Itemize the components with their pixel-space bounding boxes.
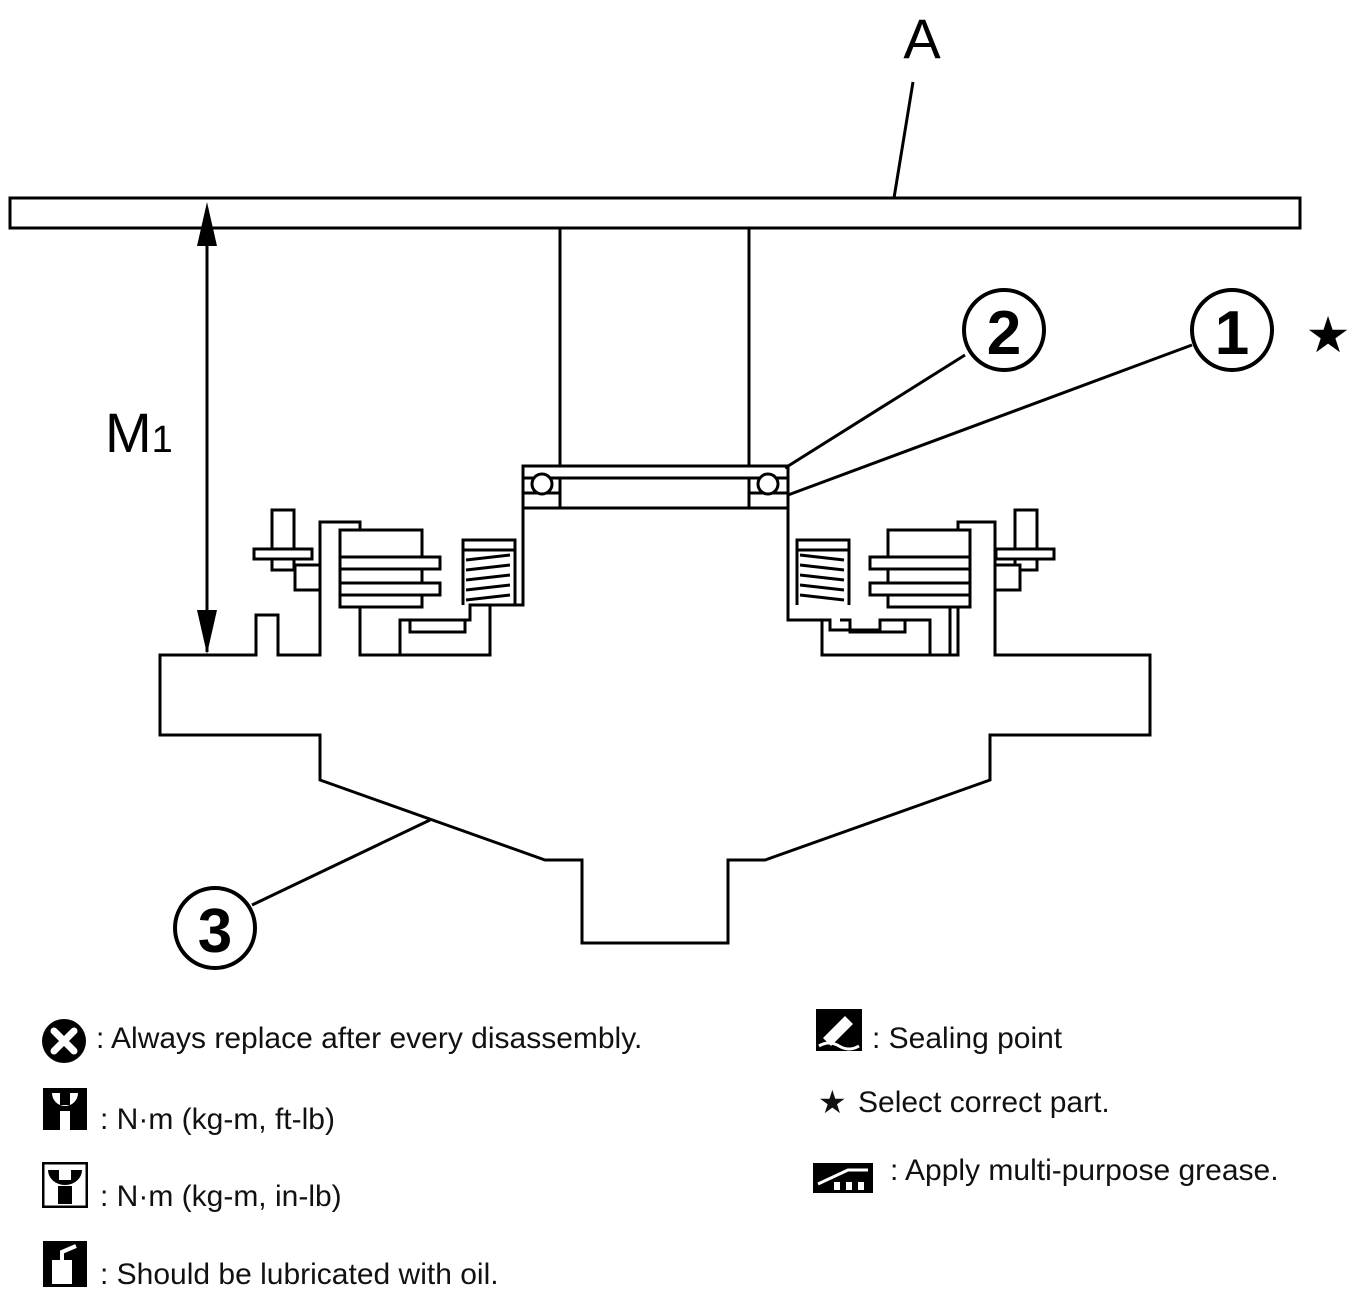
right-plate-2 bbox=[868, 555, 972, 571]
grease-icon bbox=[813, 1163, 873, 1193]
left-piston-pin bbox=[270, 508, 296, 572]
callout-text-1: 1 bbox=[1215, 299, 1249, 368]
leader-line-1 bbox=[787, 343, 1193, 497]
legend-select-star: ★ bbox=[818, 1083, 847, 1121]
left-plate-4 bbox=[338, 581, 442, 597]
right-piston-pin bbox=[1013, 508, 1039, 572]
leader-line-2 bbox=[784, 353, 966, 470]
bearing-ball-left bbox=[530, 472, 554, 496]
legend-replace: : Always replace after every disassembly… bbox=[96, 1022, 643, 1055]
label-m1-main: M bbox=[105, 401, 152, 464]
right-spring-seat bbox=[795, 538, 851, 552]
callout-text-2: 2 bbox=[987, 299, 1021, 368]
left-spring bbox=[465, 553, 511, 602]
dimension-m1 bbox=[197, 202, 217, 654]
torque-wrench-in-icon bbox=[42, 1162, 88, 1208]
torque-wrench-ft-icon bbox=[43, 1088, 87, 1130]
right-plate-5 bbox=[886, 593, 972, 609]
legend-grease: : Apply multi-purpose grease. bbox=[890, 1154, 1279, 1187]
left-plate-2 bbox=[338, 555, 442, 571]
replace-icon bbox=[42, 1019, 86, 1063]
oil-can-icon bbox=[43, 1241, 87, 1287]
bearing-race bbox=[521, 464, 790, 480]
callout-text-3: 3 bbox=[198, 897, 232, 966]
sealing-point-icon bbox=[816, 1009, 862, 1051]
leader-line-a bbox=[892, 81, 915, 199]
label-a: A bbox=[903, 7, 941, 70]
callout-circle-2 bbox=[962, 288, 1046, 372]
callout-circle-3 bbox=[173, 886, 257, 970]
bearing-ball-right bbox=[756, 472, 780, 496]
legend-select: Select correct part. bbox=[858, 1086, 1110, 1119]
label-m1-sub: 1 bbox=[152, 419, 173, 461]
left-plate-3 bbox=[338, 567, 424, 585]
left-plate-5 bbox=[338, 593, 424, 609]
legend-sealing: : Sealing point bbox=[872, 1022, 1063, 1055]
legend-torque-ft: : N·m (kg-m, ft-lb) bbox=[100, 1103, 335, 1136]
right-plate-4 bbox=[868, 581, 972, 597]
straightedge-bar bbox=[8, 196, 1302, 230]
legend-oil: : Should be lubricated with oil. bbox=[100, 1258, 499, 1291]
assembly-diagram: 2 1 3 ★ A M1 bbox=[8, 7, 1351, 970]
right-spring bbox=[799, 553, 845, 602]
leader-line-3 bbox=[251, 818, 431, 907]
left-spring-seat bbox=[461, 538, 517, 552]
right-plate-1 bbox=[886, 528, 972, 559]
left-plate-1 bbox=[338, 528, 424, 559]
right-plate-3 bbox=[886, 567, 972, 585]
legend-torque-in: : N·m (kg-m, in-lb) bbox=[100, 1180, 342, 1213]
label-m1: M1 bbox=[105, 401, 173, 464]
left-piston-cap bbox=[252, 547, 314, 561]
star-symbol: ★ bbox=[1306, 306, 1351, 364]
right-piston-cap bbox=[994, 547, 1056, 561]
callout-circle-1 bbox=[1190, 288, 1274, 372]
